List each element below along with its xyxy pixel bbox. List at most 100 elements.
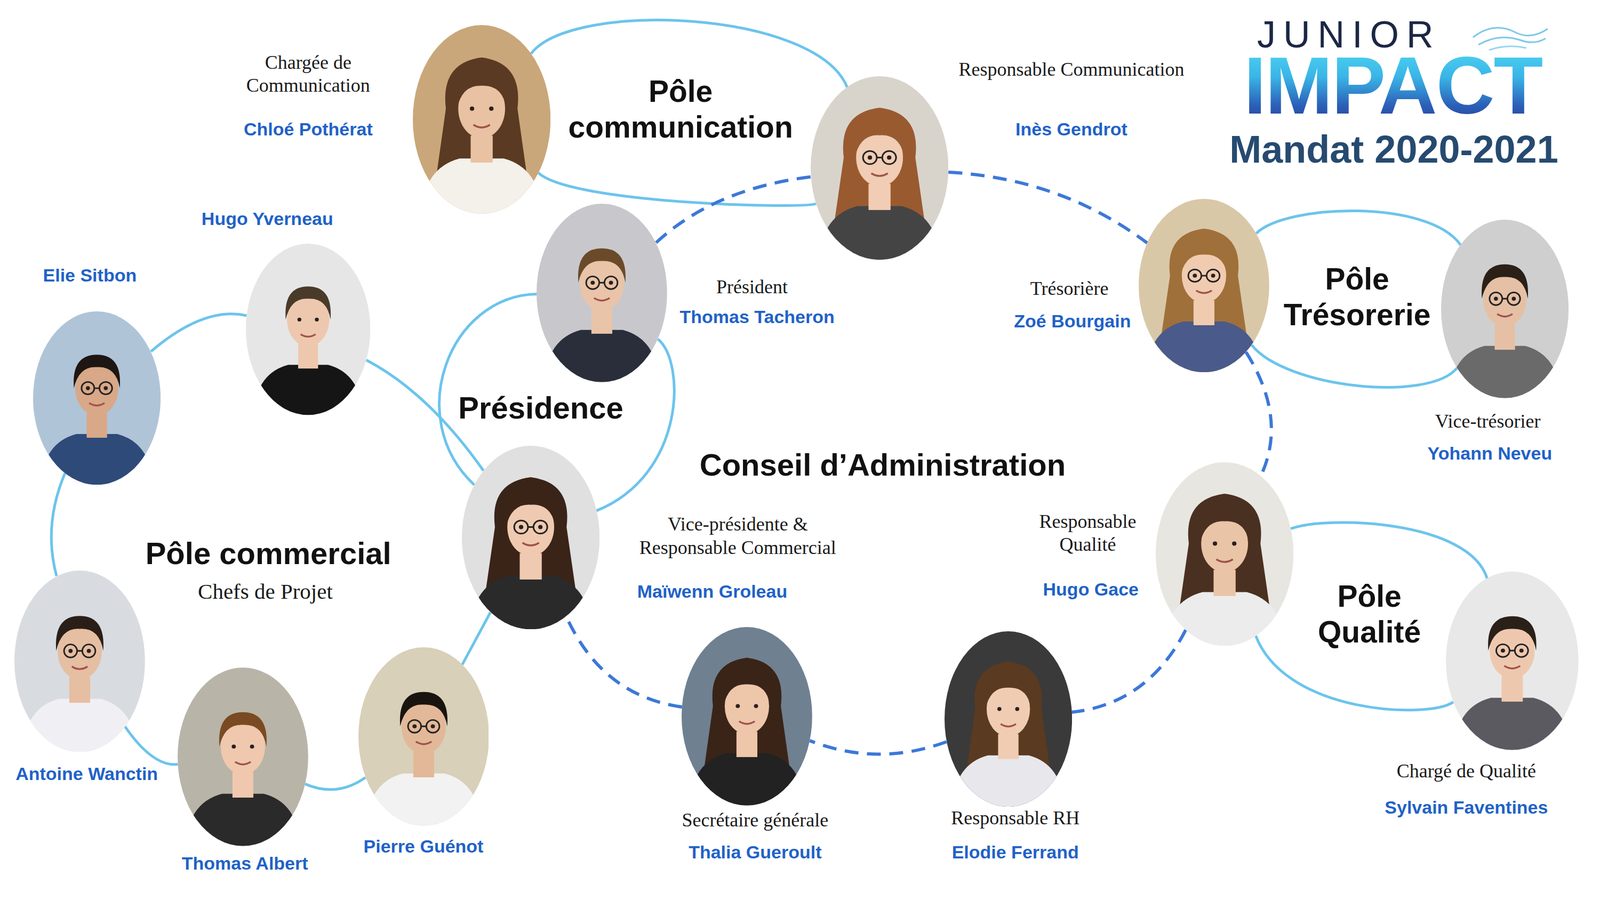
- portrait-photo: [14, 570, 146, 753]
- logo-wave: [1473, 27, 1548, 38]
- portrait-photo: [681, 627, 813, 806]
- mouth: [89, 402, 105, 406]
- group-label: Pôle Trésorerie: [1280, 261, 1435, 334]
- member-name: Chloé Pothérat: [240, 118, 376, 141]
- eye: [590, 280, 596, 285]
- glasses-bridge: [599, 282, 605, 284]
- portrait-photo: [1441, 219, 1569, 399]
- hair-top: [399, 692, 447, 727]
- glasses-bridge: [1502, 298, 1508, 300]
- glasses-lens: [426, 720, 439, 733]
- eye: [1519, 649, 1524, 654]
- shoulders: [1449, 346, 1562, 399]
- hair-top: [1180, 242, 1228, 276]
- glasses-lens: [1188, 269, 1202, 283]
- neck: [232, 772, 254, 798]
- mouth: [235, 762, 251, 765]
- mandate-title: Mandat 2020-2021: [1226, 127, 1562, 172]
- hair-top: [505, 491, 556, 527]
- shoulders: [41, 434, 154, 485]
- eye: [867, 155, 872, 160]
- team-ring-arc: [1256, 210, 1461, 245]
- member-card: TrésorièreZoé Bourgain: [1138, 198, 1270, 373]
- eye: [538, 525, 543, 530]
- team-ring-arc: [1251, 345, 1458, 388]
- portrait-photo: [1445, 571, 1579, 751]
- eye: [430, 724, 435, 729]
- portrait-photo: [1138, 198, 1270, 373]
- neck: [1501, 676, 1524, 702]
- member-name: Elie Sitbon: [40, 264, 141, 287]
- mouth: [1216, 559, 1233, 563]
- board-ring-arc: [566, 616, 683, 708]
- shoulders: [544, 329, 660, 382]
- member-name: Pierre Guénot: [360, 835, 487, 858]
- mouth: [1497, 314, 1514, 317]
- neck: [412, 752, 434, 778]
- photo-background: [1445, 571, 1579, 751]
- member-name: Thomas Albert: [178, 852, 312, 875]
- team-ring-arc: [462, 612, 491, 665]
- eye: [297, 317, 302, 322]
- shoulders: [365, 773, 482, 827]
- member-card: Chargé de QualitéSylvain Faventines: [1445, 571, 1579, 751]
- photo-background: [944, 631, 1072, 807]
- portrait-group: [177, 667, 309, 847]
- eye: [104, 386, 109, 390]
- glasses-bridge: [76, 650, 83, 652]
- member-name: Hugo Yverneau: [198, 208, 337, 230]
- hair-top: [219, 712, 267, 748]
- role-title: Trésorière: [1027, 277, 1112, 301]
- glasses-bridge: [1201, 275, 1207, 277]
- group-label: Pôle commercial: [142, 535, 395, 572]
- shoulders: [1146, 321, 1262, 373]
- team-ring-arc: [1290, 522, 1487, 579]
- portrait-photo: [245, 243, 371, 415]
- photo-background: [810, 76, 949, 260]
- portrait-photo: [412, 25, 551, 214]
- portrait-group: [33, 311, 161, 485]
- neck: [1193, 300, 1215, 326]
- member-name: Elodie Ferrand: [948, 841, 1083, 864]
- team-ring-arc: [538, 172, 816, 206]
- mouth: [1196, 290, 1212, 294]
- shoulders: [952, 755, 1064, 807]
- portrait-photo: [944, 631, 1072, 807]
- hair-top: [723, 671, 771, 707]
- photo-background: [177, 667, 309, 847]
- hair-top: [1482, 264, 1529, 300]
- member-name: Thomas Tacheron: [676, 306, 838, 328]
- eye: [609, 280, 614, 285]
- member-card: Responsable QualitéHugo Gace: [1155, 462, 1294, 646]
- portrait-group: [1138, 198, 1270, 373]
- role-title: Responsable Communication: [955, 58, 1188, 82]
- member-card: Responsable RHElodie Ferrand: [944, 631, 1072, 807]
- photo-background: [358, 647, 490, 827]
- portrait-photo: [177, 667, 309, 847]
- eye: [250, 745, 255, 750]
- role-title: Vice-trésorier: [1432, 410, 1544, 434]
- eye: [1500, 649, 1506, 654]
- member-name: Hugo Gace: [1040, 578, 1142, 601]
- board-ring-arc: [656, 177, 811, 244]
- logo-wave: [1478, 37, 1546, 45]
- eye: [1014, 707, 1020, 712]
- mouth: [1504, 666, 1521, 669]
- board-ring-arc: [1245, 352, 1272, 476]
- portrait-group: [944, 631, 1072, 807]
- hair-top: [285, 286, 331, 320]
- eye: [754, 704, 759, 709]
- glasses-lens: [1496, 644, 1510, 658]
- board-ring-arc: [948, 172, 1148, 244]
- hair-top: [1488, 616, 1536, 652]
- glasses-lens: [514, 520, 528, 534]
- glasses-lens: [533, 520, 548, 534]
- eye: [489, 106, 494, 111]
- neck: [298, 344, 318, 370]
- portrait-group: [245, 243, 371, 415]
- eye: [412, 724, 417, 729]
- role-title: Vice-présidente & Responsable Commercial: [633, 513, 843, 559]
- member-card: Hugo Yverneau: [245, 243, 371, 415]
- member-card: Secrétaire généraleThalia Gueroult: [681, 627, 813, 806]
- glasses-lens: [1514, 644, 1528, 658]
